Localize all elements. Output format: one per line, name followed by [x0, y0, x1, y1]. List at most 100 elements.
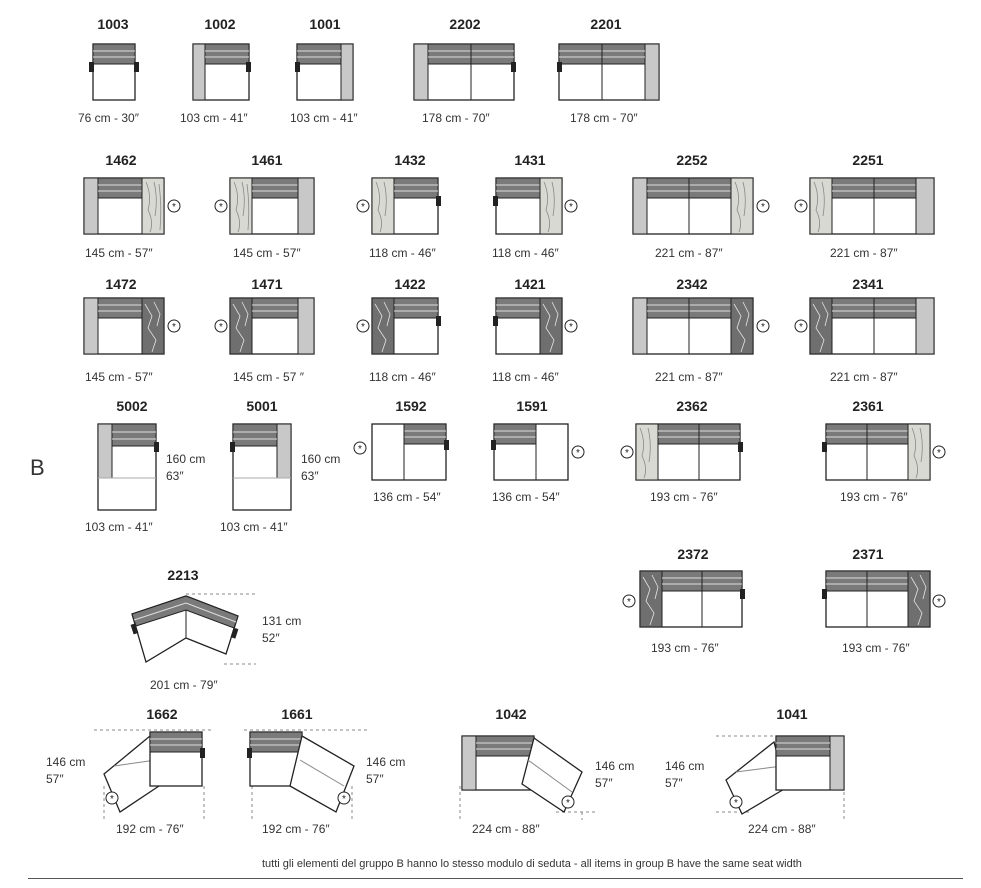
module-code: 1432	[394, 152, 426, 168]
module-dimension: 145 cm - 57″	[233, 246, 301, 260]
module-dimension: 145 cm - 57″	[85, 246, 153, 260]
sofa-diagram: *	[94, 729, 214, 820]
module-dimension: 145 cm - 57″	[85, 370, 153, 384]
module-code: 2213	[167, 567, 199, 583]
sofa-diagram: *	[83, 177, 181, 235]
module-code: 1462	[105, 152, 137, 168]
depth-dimension: 131 cm 52″	[262, 613, 301, 647]
module-dimension: 193 cm - 76″	[651, 641, 719, 655]
depth-in: 57″	[595, 776, 613, 790]
sofa-diagram: *	[716, 735, 845, 820]
module-dimension: 103 cm - 41″	[85, 520, 153, 534]
sofa-diagram: *	[459, 735, 596, 820]
module-dimension: 178 cm - 70″	[570, 111, 638, 125]
svg-text:*: *	[569, 202, 573, 213]
sofa-diagram: *	[353, 423, 449, 481]
module-code: 2341	[852, 276, 884, 292]
svg-text:*: *	[219, 202, 223, 213]
module-dimension: 224 cm - 88″	[472, 822, 540, 836]
sofa-diagram: *	[493, 297, 578, 355]
module-dimension: 221 cm - 87″	[830, 370, 898, 384]
svg-text:*: *	[799, 322, 803, 333]
module-code: 1591	[516, 398, 548, 414]
svg-text:*: *	[799, 202, 803, 213]
module-dimension: 103 cm - 41″	[290, 111, 358, 125]
svg-text:*: *	[937, 448, 941, 459]
module-dimension: 136 cm - 54″	[492, 490, 560, 504]
module-code: 1592	[395, 398, 427, 414]
svg-text:*: *	[219, 322, 223, 333]
sofa-diagram: *	[622, 570, 745, 628]
module-code: 1041	[776, 706, 808, 722]
depth-in: 57″	[665, 776, 683, 790]
svg-text:*: *	[627, 597, 631, 608]
sofa-diagram: *	[356, 297, 441, 355]
module-code: 1042	[495, 706, 527, 722]
depth-cm: 131 cm	[262, 614, 302, 628]
svg-text:*: *	[576, 448, 580, 459]
svg-text:*: *	[625, 448, 629, 459]
svg-text:*: *	[566, 798, 570, 809]
module-code: 1472	[105, 276, 137, 292]
module-dimension: 118 cm - 46″	[492, 370, 559, 384]
sofa-diagram	[230, 423, 292, 511]
svg-text:*: *	[110, 794, 114, 805]
module-dimension: 193 cm - 76″	[840, 490, 908, 504]
module-code: 1001	[309, 16, 341, 32]
module-dimension: 118 cm - 46″	[369, 370, 436, 384]
module-dimension: 201 cm - 79″	[150, 678, 218, 692]
sofa-diagram	[130, 593, 256, 665]
module-dimension: 192 cm - 76″	[116, 822, 184, 836]
depth-dimension: 160 cm 63″	[166, 451, 205, 485]
sofa-diagram: *	[632, 177, 770, 235]
svg-text:*: *	[569, 322, 573, 333]
svg-text:*: *	[761, 202, 765, 213]
module-dimension: 145 cm - 57 ″	[233, 370, 304, 384]
depth-dimension: 146 cm 57″	[665, 758, 704, 792]
module-code: 1661	[281, 706, 313, 722]
module-dimension: 221 cm - 87″	[655, 370, 723, 384]
sofa-diagram: *	[244, 729, 368, 820]
module-dimension: 136 cm - 54″	[373, 490, 441, 504]
depth-cm: 146 cm	[665, 759, 705, 773]
module-code: 5002	[116, 398, 148, 414]
footer-divider	[28, 878, 963, 879]
module-dimension: 192 cm - 76″	[262, 822, 330, 836]
module-dimension: 178 cm - 70″	[422, 111, 490, 125]
sofa-diagram	[557, 43, 660, 101]
sofa-diagram	[295, 43, 354, 101]
group-label: B	[30, 455, 45, 480]
depth-cm: 146 cm	[366, 755, 406, 769]
module-dimension: 193 cm - 76″	[842, 641, 910, 655]
module-code: 2202	[449, 16, 481, 32]
module-dimension: 118 cm - 46″	[492, 246, 559, 260]
depth-cm: 160 cm	[301, 452, 341, 466]
sofa-diagram: *	[794, 297, 935, 355]
svg-text:*: *	[361, 202, 365, 213]
sofa-diagram: *	[822, 570, 946, 628]
svg-text:*: *	[342, 794, 346, 805]
module-code: 2371	[852, 546, 884, 562]
sofa-diagram: *	[822, 423, 946, 481]
module-code: 1422	[394, 276, 426, 292]
svg-text:*: *	[358, 444, 362, 455]
module-code: 1461	[251, 152, 283, 168]
sofa-diagram: *	[491, 423, 585, 481]
sofa-diagram	[192, 43, 251, 101]
module-code: 1003	[97, 16, 129, 32]
depth-in: 52″	[262, 631, 280, 645]
depth-in: 57″	[46, 772, 64, 786]
sofa-diagram: *	[214, 297, 315, 355]
sofa-diagram	[97, 423, 159, 511]
depth-cm: 160 cm	[166, 452, 206, 466]
module-code: 2201	[590, 16, 622, 32]
module-code: 2251	[852, 152, 884, 168]
depth-in: 63″	[301, 469, 319, 483]
depth-in: 63″	[166, 469, 184, 483]
module-dimension: 118 cm - 46″	[369, 246, 436, 260]
module-code: 2342	[676, 276, 708, 292]
module-dimension: 221 cm - 87″	[830, 246, 898, 260]
